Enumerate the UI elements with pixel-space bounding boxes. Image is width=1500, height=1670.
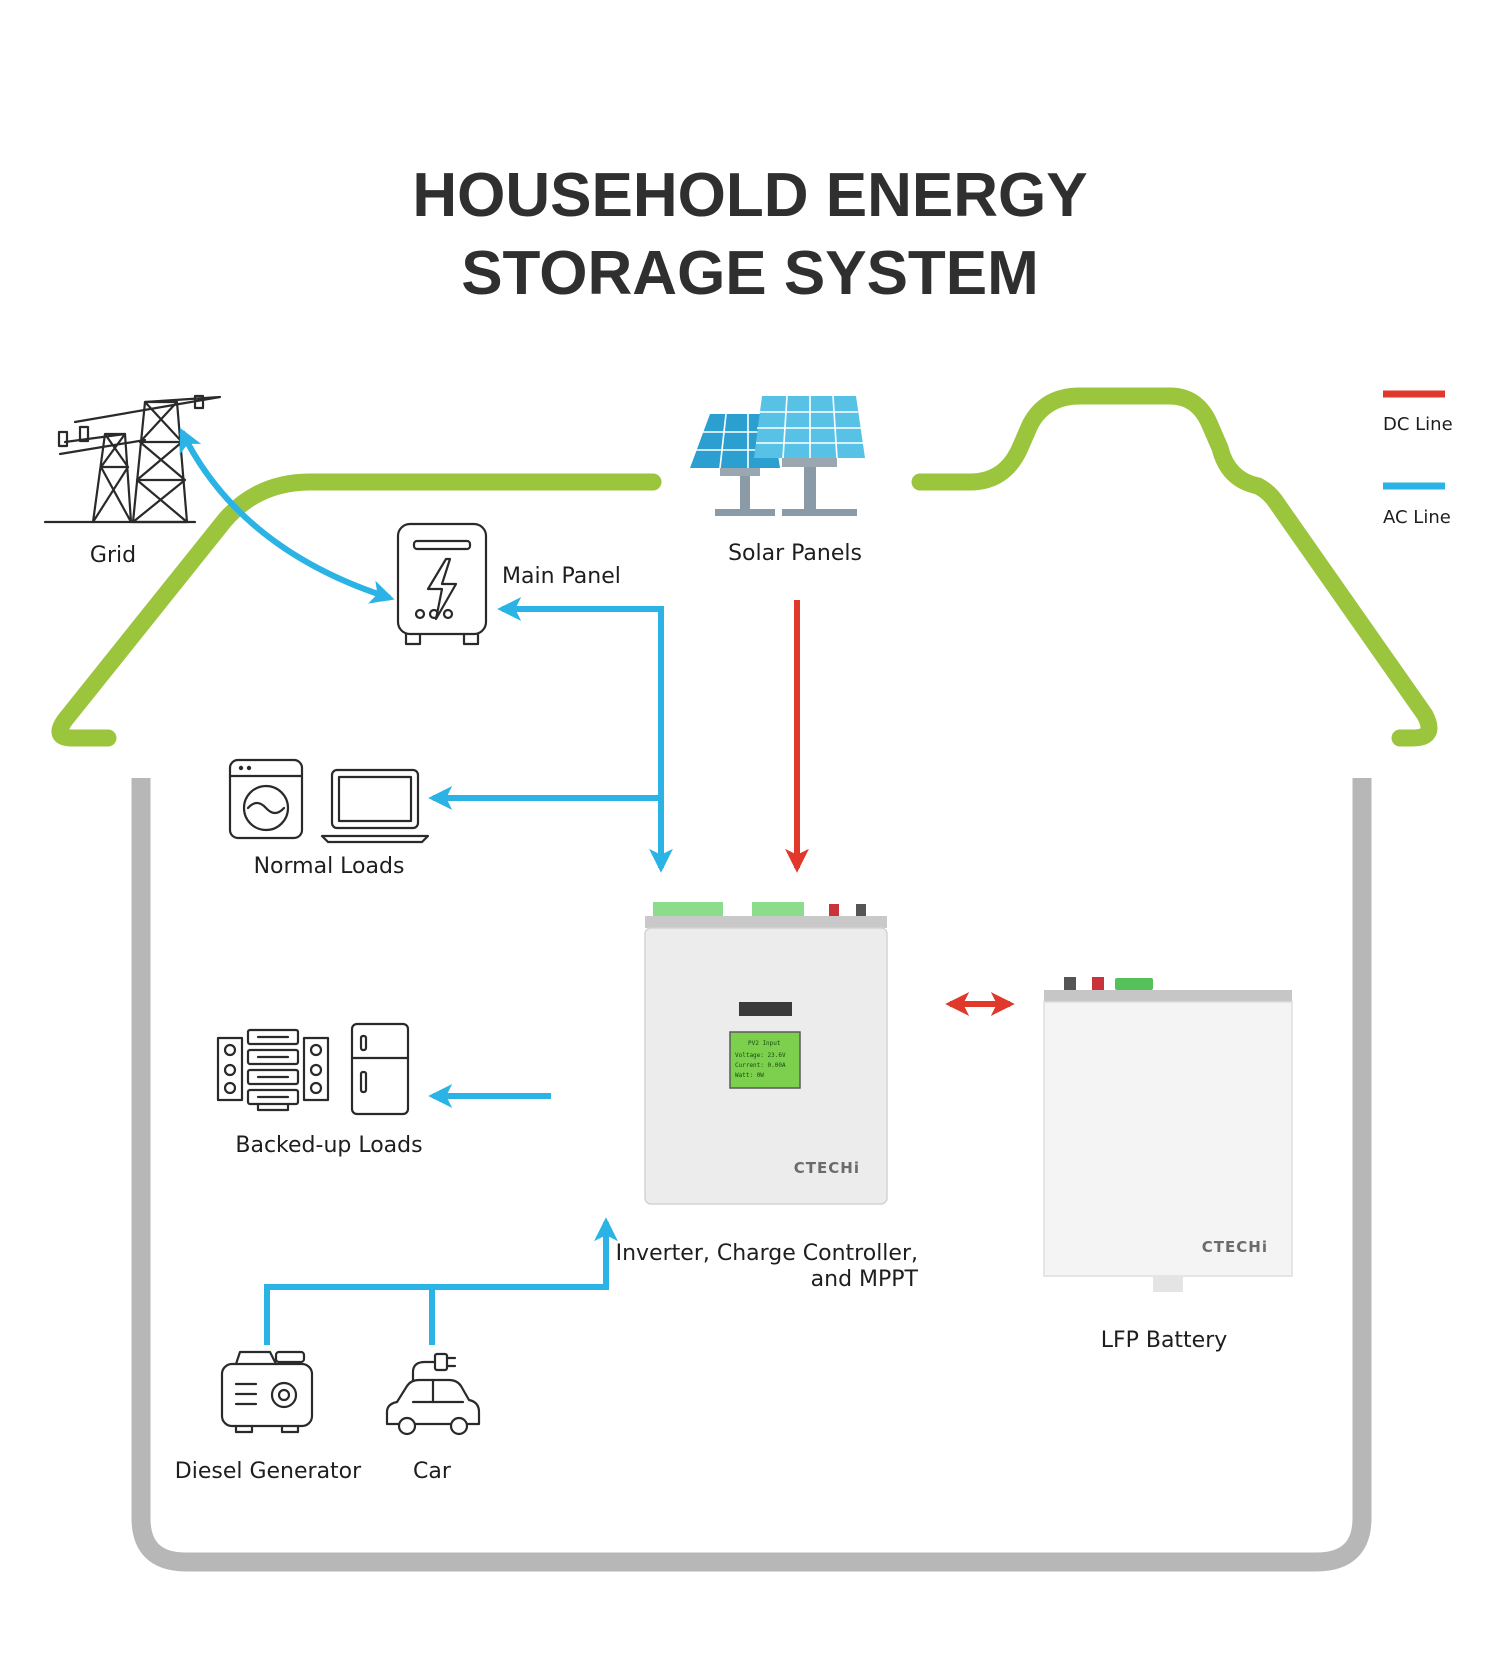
roof-right-segment — [911, 387, 1438, 747]
inverter-label-line-2: and MPPT — [811, 1267, 919, 1292]
laptop-icon — [320, 768, 430, 844]
backed-up-loads-label: Backed-up Loads — [235, 1133, 422, 1158]
house-walls — [131, 778, 1372, 1572]
legend-ac-label: AC Line — [1383, 507, 1451, 528]
legend: DC Line AC Line — [1383, 390, 1453, 528]
ac-line-main-panel-inverter — [497, 597, 673, 873]
battery-brand-logo: CTECHi — [1202, 1238, 1268, 1256]
inverter-brand-logo: CTECHi — [794, 1159, 860, 1177]
electric-car-icon — [385, 1352, 481, 1436]
electric-panel-icon — [396, 522, 488, 646]
legend-dc-label: DC Line — [1383, 414, 1453, 435]
inverter-terminal-left — [653, 902, 723, 916]
diesel-generator-label: Diesel Generator — [175, 1459, 362, 1484]
inverter-terminal-mid — [752, 902, 804, 916]
inverter-lcd-line-4: Watt: 0W — [735, 1072, 764, 1079]
main-panel-label: Main Panel — [502, 564, 621, 589]
ac-line-grid-main-panel — [179, 427, 395, 604]
refrigerator-icon — [350, 1022, 410, 1116]
lfp-battery-label: LFP Battery — [1101, 1328, 1228, 1353]
stereo-speaker-icon — [216, 1028, 330, 1112]
inverter-lcd-line-2: Voltage: 23.6V — [735, 1052, 786, 1059]
washing-machine-icon — [228, 758, 304, 840]
battery-body — [1043, 1001, 1293, 1277]
grid-label: Grid — [90, 543, 136, 568]
inverter-lcd-line-1: PV2 Input — [748, 1040, 781, 1047]
normal-loads-label: Normal Loads — [254, 854, 405, 879]
inverter-unit: PV2 Input Voltage: 23.6V Current: 0.00A … — [644, 902, 888, 1205]
inverter-terminal-red — [829, 904, 839, 918]
generator-icon — [220, 1350, 314, 1434]
inverter-terminal-black — [856, 904, 866, 918]
inverter-wifi-module — [739, 1002, 792, 1016]
solar-panels-label: Solar Panels — [728, 541, 862, 566]
lfp-battery-unit: CTECHi — [1043, 977, 1293, 1292]
diagram-title-line-1: HOUSEHOLD ENERGY — [412, 161, 1087, 230]
inverter-lcd-line-3: Current: 0.00A — [735, 1062, 786, 1069]
diagram-title-line-2: STORAGE SYSTEM — [461, 239, 1039, 308]
inverter-label-line-1: Inverter, Charge Controller, — [616, 1241, 918, 1266]
solar-panel-icon — [690, 395, 865, 516]
inverter-lcd-screen — [729, 1031, 801, 1089]
ac-line-generator-inverter — [264, 1217, 618, 1345]
car-label: Car — [413, 1459, 452, 1484]
